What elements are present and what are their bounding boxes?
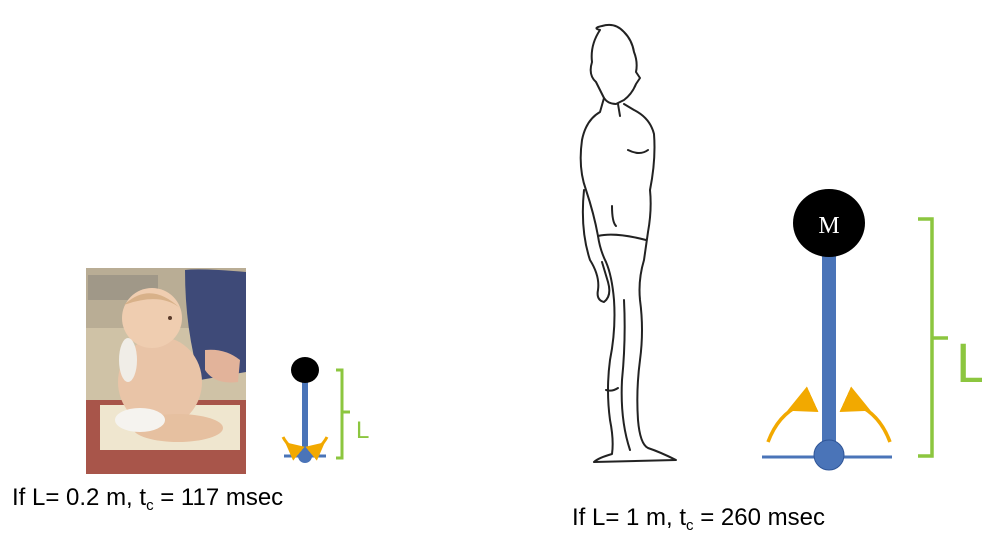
right-caption-prefix: If L= 1 m, t [572,504,686,531]
left-caption: If L= 0.2 m, tc = 117 msec [12,484,283,514]
small-pendulum [283,357,350,463]
right-caption-sub: c [686,517,694,534]
small-pivot [298,449,312,463]
large-pendulum [762,189,948,470]
small-bracket [336,370,342,458]
large-bracket [918,219,932,456]
small-length-label: L [356,417,369,444]
large-length-label: L [956,331,982,394]
man-drawing [581,25,676,462]
large-arrow-left [768,405,800,442]
left-caption-sub: c [146,497,154,514]
right-caption-suffix: = 260 msec [694,504,825,531]
large-arrow-right [858,405,890,442]
mass-label: M [818,213,839,239]
left-caption-suffix: = 117 msec [154,484,284,511]
small-arrow-right [318,437,327,448]
left-caption-prefix: If L= 0.2 m, t [12,484,146,511]
small-mass [291,357,319,383]
large-pivot [814,440,844,470]
right-caption: If L= 1 m, tc = 260 msec [572,504,825,534]
small-arrow-left [283,437,292,448]
baby-photo [86,268,246,474]
